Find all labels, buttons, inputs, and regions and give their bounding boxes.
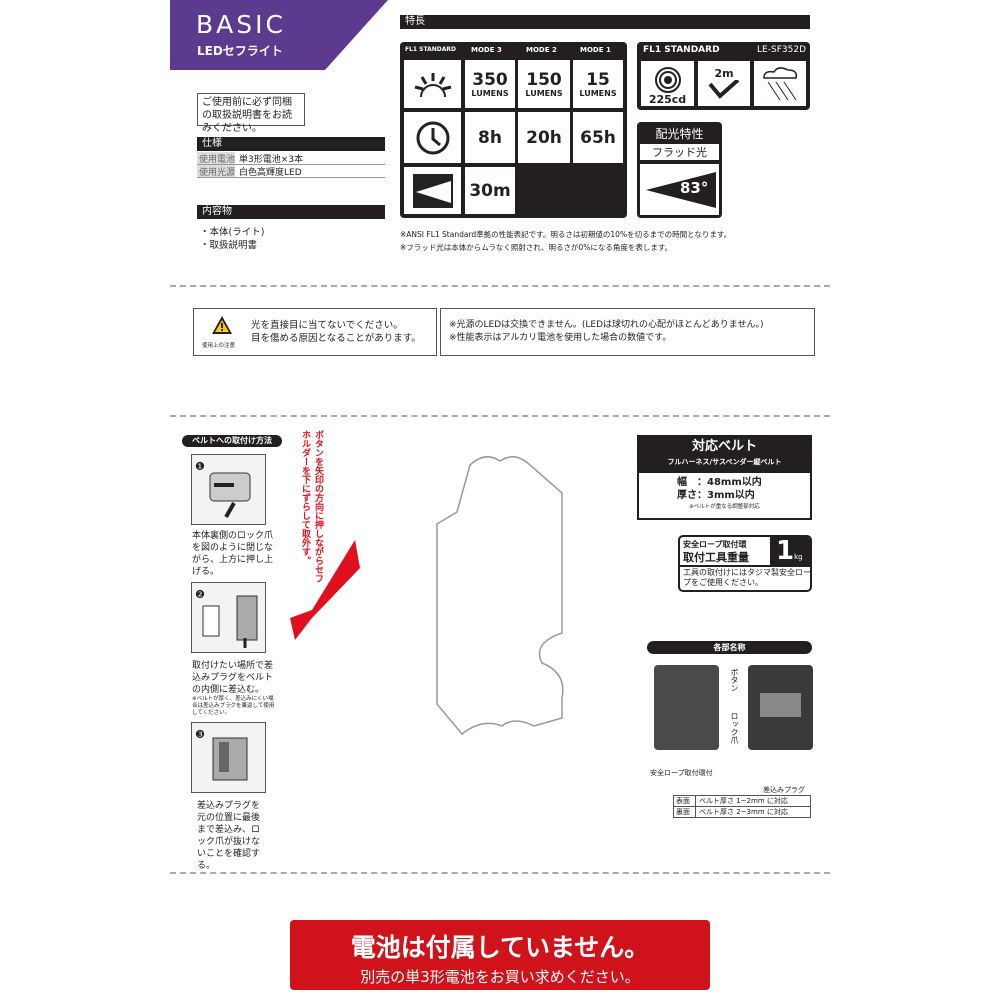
belt-width: 幅 ：48mm以内 xyxy=(677,477,762,488)
step-1-illustration: ❶ xyxy=(191,454,266,525)
weight-value: 1 xyxy=(776,536,795,566)
brand-header-bg xyxy=(170,0,388,70)
belt-note: ※ベルトが重なる調整部対応 xyxy=(689,504,760,510)
runtime-mode3: 8h xyxy=(463,110,517,165)
beam-angle-cell: 83° xyxy=(640,164,719,215)
beam-distance: 30m xyxy=(463,165,517,216)
warning-icon xyxy=(212,316,232,334)
product-name: LEDセフライト xyxy=(197,44,283,58)
parts-title: 各部名称 xyxy=(647,641,812,654)
spec-label: 使用電池 xyxy=(197,152,235,165)
clock-icon xyxy=(402,110,463,165)
manual-note: ご使用前に必ず同梱の取扱説明書をお読みください。 xyxy=(197,93,305,134)
plug-table: 表面ベルト厚さ 1~2mm に対応 裏面ベルト厚さ 2~3mm に対応 xyxy=(673,795,811,818)
warning-text: 光を直接目に当てないでください。目を傷める原因となることがあります。 xyxy=(251,320,421,344)
contents-item: ・本体(ライト) xyxy=(200,227,265,238)
notice-box: ※光源のLEDは交換できません。(LEDは球切れの心配がほとんどありません。)※… xyxy=(440,308,815,356)
belt-title: 対応ベルト xyxy=(691,439,757,454)
brand-logo: BASIC xyxy=(196,10,286,39)
product-window-outline xyxy=(436,456,564,736)
weight-box: 安全ロープ取付環 取付工具重量 1kg 工具の取付けにはタジマ製安全ロープをご使… xyxy=(678,535,812,592)
spec-value: 白色高輝度LED xyxy=(239,168,302,178)
spec-value: 単3形電池×3本 xyxy=(239,155,303,165)
contents-item: ・取扱説明書 xyxy=(200,240,258,251)
holder-front-image xyxy=(654,665,719,750)
beam-distance-icon xyxy=(402,165,463,216)
table-header: MODE 2 xyxy=(526,46,557,54)
impact-cell: 2m xyxy=(696,59,752,108)
label-plug: 差込みプラグ xyxy=(763,786,805,794)
table-header: MODE 3 xyxy=(471,46,502,54)
feature-footnotes: ※ANSI FL1 Standard準拠の性能表記です。明るさは初期値の10%を… xyxy=(400,230,732,252)
brightness-icon xyxy=(402,58,463,110)
contents-title: 内容物 xyxy=(197,205,385,219)
removal-instruction: ボタンを矢印の方向に押しながらセフホルダーを下にずらして取外す。 xyxy=(300,430,323,583)
belt-thickness: 厚さ：3mm以内 xyxy=(677,490,755,501)
beam-box: 配光特性 フラッド光 83° xyxy=(637,122,722,218)
weight-unit: kg xyxy=(794,553,803,561)
contents-list: ・本体(ライト) ・取扱説明書 xyxy=(200,226,264,252)
step-2-text: 取付けたい場所で差込みプラグをベルトの内側に差込む。※ベルトが厚く、差込みにくい… xyxy=(192,661,275,716)
spec-title: 仕様 xyxy=(197,137,385,151)
holder-back-image xyxy=(748,665,813,750)
step-2-illustration: ❷ xyxy=(191,582,266,653)
divider xyxy=(170,285,830,287)
label-lock: ロック爪 xyxy=(730,712,739,744)
weight-note: 工具の取付けにはタジマ製安全ロープをご使用ください。 xyxy=(680,565,810,589)
label-button: ボタン xyxy=(730,668,739,692)
down-arrow-icon xyxy=(290,540,360,640)
target-icon xyxy=(654,67,681,93)
weight-line2: 取付工具重量 xyxy=(683,551,749,564)
weight-line1: 安全ロープ取付環 xyxy=(683,540,747,549)
table-header: FL1 STANDARD xyxy=(405,46,457,53)
step-3-text: 差込みプラグを元の位置に最後まで差込み、ロック爪が抜けないことを確認する。 xyxy=(197,801,261,871)
features-title: 特長 xyxy=(400,15,810,29)
step-1-text: 本体裏側のロック爪を図のように閉じながら、上方に押し上げる。 xyxy=(192,531,274,577)
step-3-illustration: ❸ xyxy=(191,722,266,793)
beam-angle: 83° xyxy=(680,179,709,197)
banner-subtitle: 別売の単3形電池をお買い求めください。 xyxy=(360,968,640,986)
fl1-box: FL1 STANDARD LE-SF352D 225cd 2m xyxy=(637,42,810,110)
intensity-cell: 225cd xyxy=(639,59,696,108)
label-ring: 安全ロープ取付環付 xyxy=(650,769,713,777)
belt-box: 対応ベルト フルハーネス/サスペンダー縦ベルト 幅 ：48mm以内厚さ：3mm以… xyxy=(637,435,812,520)
runtime-mode2: 20h xyxy=(516,110,572,165)
fl1-title: FL1 STANDARD xyxy=(643,45,720,55)
warning-box: 使用上の注意 光を直接目に当てないでください。目を傷める原因となることがあります… xyxy=(193,308,437,356)
warning-label: 使用上の注意 xyxy=(202,343,236,349)
divider xyxy=(170,415,830,417)
divider xyxy=(170,872,830,874)
belt-subtitle: フルハーネス/サスペンダー縦ベルト xyxy=(667,458,782,466)
runtime-mode1: 65h xyxy=(571,110,625,165)
battery-banner: 電池は付属していません。 別売の単3形電池をお買い求めください。 xyxy=(290,920,710,990)
table-header: MODE 1 xyxy=(580,46,611,54)
spec-table: 使用電池単3形電池×3本 使用光源白色高輝度LED xyxy=(197,152,385,178)
drop-icon xyxy=(708,80,740,99)
spec-label: 使用光源 xyxy=(197,165,235,178)
beam-type: フラッド光 xyxy=(640,144,719,160)
banner-title: 電池は付属していません。 xyxy=(350,933,650,962)
model-number: LE-SF352D xyxy=(757,45,806,55)
water-resistance-icon xyxy=(752,59,808,108)
mounting-title: ベルトへの取付け方法 xyxy=(182,435,282,447)
beam-title: 配光特性 xyxy=(655,127,704,141)
